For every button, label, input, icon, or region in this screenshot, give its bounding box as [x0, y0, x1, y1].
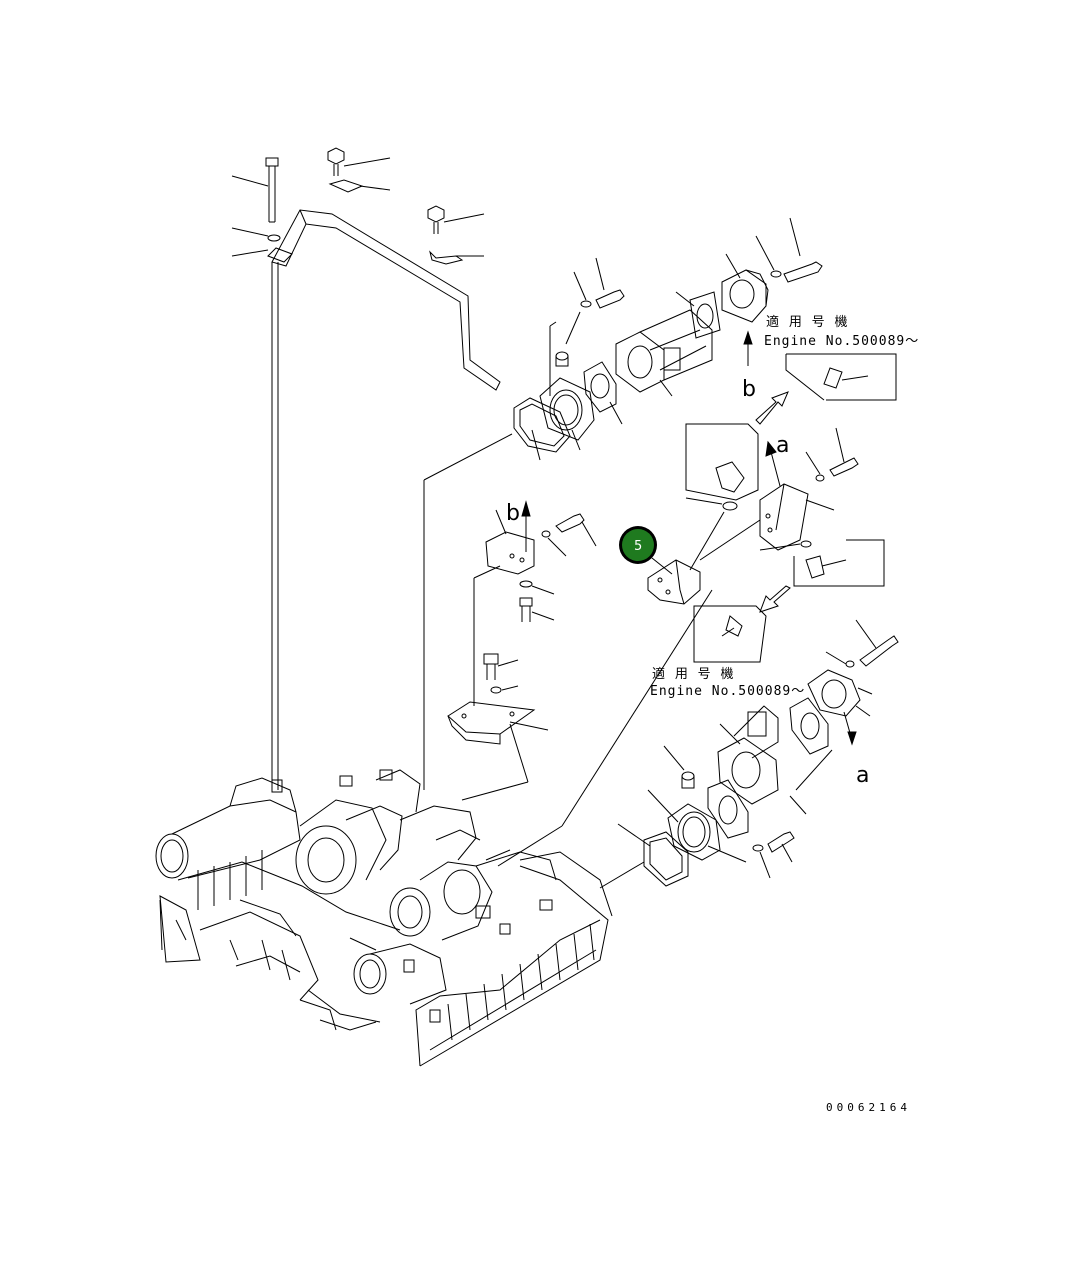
engine-block [155, 769, 613, 1067]
lower-elbow [807, 669, 873, 717]
lower-bolt-right [825, 619, 899, 668]
upper-gasket-2 [689, 291, 721, 339]
long-bolt [265, 157, 279, 223]
part-number-badge[interactable]: 5 [619, 526, 657, 564]
view-letter-a-lower: a [856, 763, 869, 788]
mid-bracket [485, 531, 535, 575]
upper-flange [539, 377, 595, 441]
washer-right [815, 474, 825, 482]
view-letter-b-mid: b [506, 501, 520, 526]
leader-lines-top [231, 157, 485, 790]
bracket-part-5 [647, 511, 725, 605]
bolt-right [829, 457, 859, 477]
lower-plug [663, 745, 695, 789]
arrow-a-lower [843, 711, 857, 746]
leader-lines-right-bracket [699, 427, 845, 561]
washer-mid-lower [519, 580, 533, 588]
arrow-to-lower-callout [759, 585, 791, 613]
washer-mid-left [490, 686, 502, 694]
badge-leader [651, 557, 673, 575]
upper-elbow [721, 269, 769, 323]
upper-plug [555, 351, 569, 367]
leader-lines-upper-assembly [423, 217, 801, 790]
callout-lower-line1: 適 用 号 機 [652, 666, 734, 682]
view-letter-b-upper: b [742, 377, 756, 402]
bolt-mid-right [555, 513, 585, 533]
washer [267, 234, 281, 242]
callout-box-upper [785, 353, 897, 401]
washer-mid [541, 530, 551, 538]
washer-right-lower [800, 540, 812, 548]
leader-lines-mid [473, 509, 597, 706]
view-a-callout-box-2 [793, 539, 885, 587]
bolt-top-2 [427, 205, 445, 234]
badge-fill [622, 529, 654, 561]
lower-gasket [789, 697, 829, 755]
document-number: 00062164 [826, 1101, 911, 1114]
lower-flange [647, 789, 721, 861]
upper-bolt-right [770, 261, 823, 283]
upper-gasket-square [583, 361, 617, 413]
arrow-to-upper-callout [755, 391, 789, 425]
callout-box-lower-bolt [693, 605, 767, 663]
long-bracket [267, 179, 501, 391]
lower-bolt-small [752, 831, 795, 879]
part-number-badge-label: 5 [634, 539, 642, 554]
arrow-b-upper [743, 330, 753, 366]
upper-gasket-ring [513, 397, 571, 453]
arrow-a-upper [765, 440, 781, 487]
bolt-top-1 [327, 147, 345, 176]
leader-washer-mid-left [501, 685, 519, 691]
view-letter-a-upper: a [776, 433, 789, 458]
view-a-callout-box [685, 423, 759, 505]
right-bracket [759, 483, 809, 551]
arrow-b-mid [521, 500, 531, 552]
washer-view-a [722, 501, 738, 511]
callout-lower-line2: Engine No.500089～ [650, 684, 805, 699]
upper-bolt-mid [580, 289, 625, 309]
bolt-mid-left [483, 653, 519, 680]
bolt-mid-lower [519, 597, 533, 622]
lower-gasket-ring [617, 823, 689, 887]
plate-bracket [447, 701, 549, 801]
lower-gasket-2 [707, 779, 749, 839]
lower-valve-actuator [717, 705, 833, 815]
callout-upper-line1: 適 用 号 機 [766, 314, 848, 330]
leader-lines-lower [497, 589, 747, 889]
upper-valve-actuator [615, 309, 713, 393]
callout-upper-line2: Engine No.500089～ [764, 334, 919, 349]
